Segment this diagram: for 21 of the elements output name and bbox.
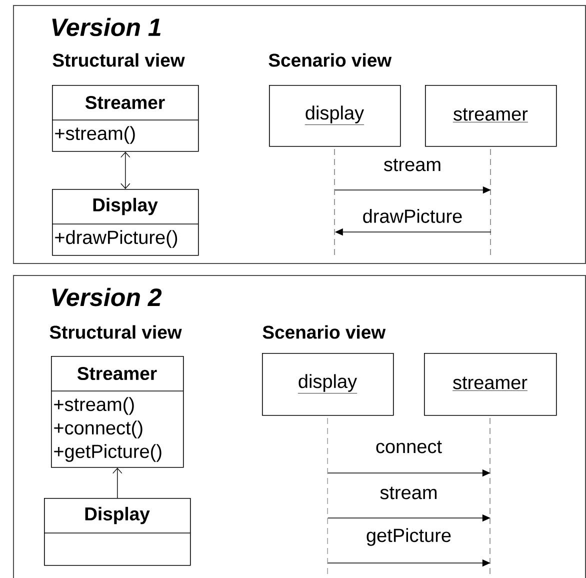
panel-title: Version 1 [52, 18, 160, 36]
view-heading: Scenario view [268, 53, 392, 67]
association-arrow [112, 468, 122, 498]
association-arrow [120, 152, 130, 189]
object-box: streamer [425, 85, 557, 147]
edge-label: getPicture [366, 528, 451, 546]
edge-label: drawPicture [363, 209, 462, 223]
class-box: Streamer +stream() +connect() +getPicture() [50, 356, 184, 468]
object-box: display [262, 353, 394, 416]
object-box: display [269, 85, 401, 147]
view-heading: Structural view [50, 325, 182, 339]
edge-label: stream [380, 486, 437, 500]
edge-label: stream [384, 158, 440, 172]
edge-label: connect [376, 440, 442, 454]
panel-title: Version 2 [52, 288, 162, 306]
object-box: streamer [424, 353, 557, 416]
class-box: Display +drawPicture() [52, 189, 199, 256]
class-box: Display [44, 498, 191, 566]
class-box: Streamer +stream() [52, 85, 199, 152]
view-heading: Scenario view [262, 325, 386, 339]
view-heading: Structural view [52, 53, 185, 67]
